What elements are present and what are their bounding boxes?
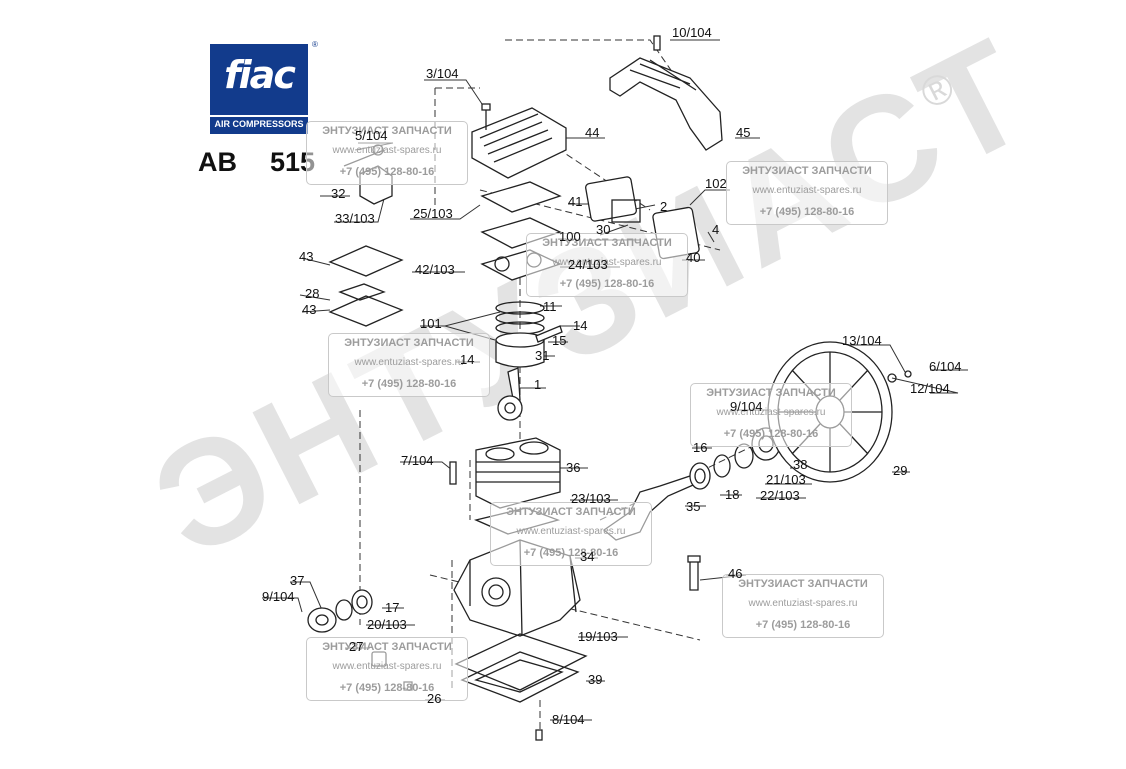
part-label: 9/104 xyxy=(262,589,295,604)
part-label: 37 xyxy=(290,573,305,588)
part-label: 101 xyxy=(420,316,442,331)
part-8-screw xyxy=(535,729,543,741)
part-label: 2 xyxy=(660,199,668,214)
part-label: 44 xyxy=(585,125,600,140)
part-label: 43 xyxy=(299,249,314,264)
part-label: 24/103 xyxy=(568,257,608,272)
part-label: 4 xyxy=(712,222,720,237)
part-label: 21/103 xyxy=(766,472,806,487)
part-label: 10/104 xyxy=(672,25,712,40)
part-label: 46 xyxy=(728,566,743,581)
part-7-screw xyxy=(449,461,457,485)
part-label: 41 xyxy=(568,194,583,209)
fiac-logo: fiac AIR COMPRESSORS xyxy=(210,44,308,134)
part-39-base-plate xyxy=(460,651,580,703)
part-label: 28 xyxy=(305,286,320,301)
part-label: 25/103 xyxy=(413,206,453,221)
part-label: 14 xyxy=(573,318,588,333)
part-label: 3/104 xyxy=(426,66,459,81)
part-label: 38 xyxy=(793,457,808,472)
part-10-screw xyxy=(653,35,661,51)
part-label: 15 xyxy=(552,333,567,348)
watermark-stamp: ЭНТУЗИАСТ ЗАПЧАСТИ www.entuziast-spares.… xyxy=(526,233,688,297)
part-label: 1 xyxy=(534,377,542,392)
part-label: 27 xyxy=(349,639,364,654)
part-label: 26 xyxy=(427,691,442,706)
part-31-piston xyxy=(495,339,545,368)
part-label: 17 xyxy=(385,600,400,615)
part-label: 6/104 xyxy=(929,359,962,374)
part-21-oring xyxy=(734,443,754,469)
model-series: AB xyxy=(198,147,237,177)
part-12-washer xyxy=(887,373,897,383)
watermark-stamp: ЭНТУЗИАСТ ЗАПЧАСТИ www.entuziast-spares.… xyxy=(328,333,490,397)
watermark-stamp: ЭНТУЗИАСТ ЗАПЧАСТИ www.entuziast-spares.… xyxy=(726,161,888,225)
part-20-oring xyxy=(335,599,353,621)
part-45-shroud xyxy=(609,57,723,151)
part-label: 19/103 xyxy=(578,629,618,644)
part-label: 40 xyxy=(686,250,701,265)
part-17-bearing xyxy=(351,589,373,615)
part-11-ring xyxy=(495,301,545,315)
part-19-gasket xyxy=(454,633,588,691)
part-label: 100 xyxy=(559,229,581,244)
watermark-stamp: ЭНТУЗИАСТ ЗАПЧАСТИ www.entuziast-spares.… xyxy=(306,637,468,701)
part-label: 8/104 xyxy=(552,712,585,727)
part-label: 36 xyxy=(566,460,581,475)
part-label: 13/104 xyxy=(842,333,882,348)
part-label: 30 xyxy=(596,222,611,237)
part-label: 14 xyxy=(460,352,475,367)
part-label: 23/103 xyxy=(571,491,611,506)
part-label: 18 xyxy=(725,487,740,502)
part-label: 12/104 xyxy=(910,381,950,396)
part-37-cover xyxy=(307,607,337,633)
part-42-plate xyxy=(328,295,404,327)
part-label: 102 xyxy=(705,176,727,191)
part-label: 39 xyxy=(588,672,603,687)
part-label: 16 xyxy=(693,440,708,455)
watermark-stamp: ЭНТУЗИАСТ ЗАПЧАСТИ www.entuziast-spares.… xyxy=(490,502,652,566)
part-22-oring xyxy=(713,454,731,478)
part-label: 7/104 xyxy=(401,453,434,468)
part-label: 33/103 xyxy=(335,211,375,226)
part-label: 35 xyxy=(686,499,701,514)
watermark-stamp: ЭНТУЗИАСТ ЗАПЧАСТИ www.entuziast-spares.… xyxy=(722,574,884,638)
part-label: 22/103 xyxy=(760,488,800,503)
part-100-valve-plate xyxy=(480,217,562,249)
logo-brand: fiac xyxy=(224,53,296,97)
part-46-drain xyxy=(689,559,699,591)
part-25-gasket xyxy=(480,181,562,213)
watermark-stamp: ЭНТУЗИАСТ ЗАПЧАСТИ www.entuziast-spares.… xyxy=(690,383,852,447)
parts xyxy=(307,35,912,741)
part-15-pin xyxy=(535,325,563,343)
part-44-cylinder-head xyxy=(471,107,567,179)
part-label: 5/104 xyxy=(355,128,388,143)
watermark-stamp: ЭНТУЗИАСТ ЗАПЧАСТИ www.entuziast-spares.… xyxy=(306,121,468,185)
part-label: 43 xyxy=(302,302,317,317)
part-label: 32 xyxy=(331,186,346,201)
part-36-cylinder xyxy=(475,437,561,509)
part-label: 42/103 xyxy=(415,262,455,277)
part-18-bearing xyxy=(689,462,711,490)
part-label: 31 xyxy=(535,348,550,363)
part-13-washer xyxy=(904,370,912,378)
part-label: 45 xyxy=(736,125,751,140)
part-43-plate xyxy=(328,245,404,277)
part-41-filter xyxy=(585,176,637,222)
part-label: 29 xyxy=(893,463,908,478)
part-label: 9/104 xyxy=(730,399,763,414)
part-label: 11 xyxy=(543,299,557,314)
part-label: 20/103 xyxy=(367,617,407,632)
part-1-conrod xyxy=(507,367,521,406)
registered-mark: ® xyxy=(312,40,318,49)
part-label: 34 xyxy=(580,549,595,564)
logo-tagline: AIR COMPRESSORS xyxy=(214,119,304,129)
